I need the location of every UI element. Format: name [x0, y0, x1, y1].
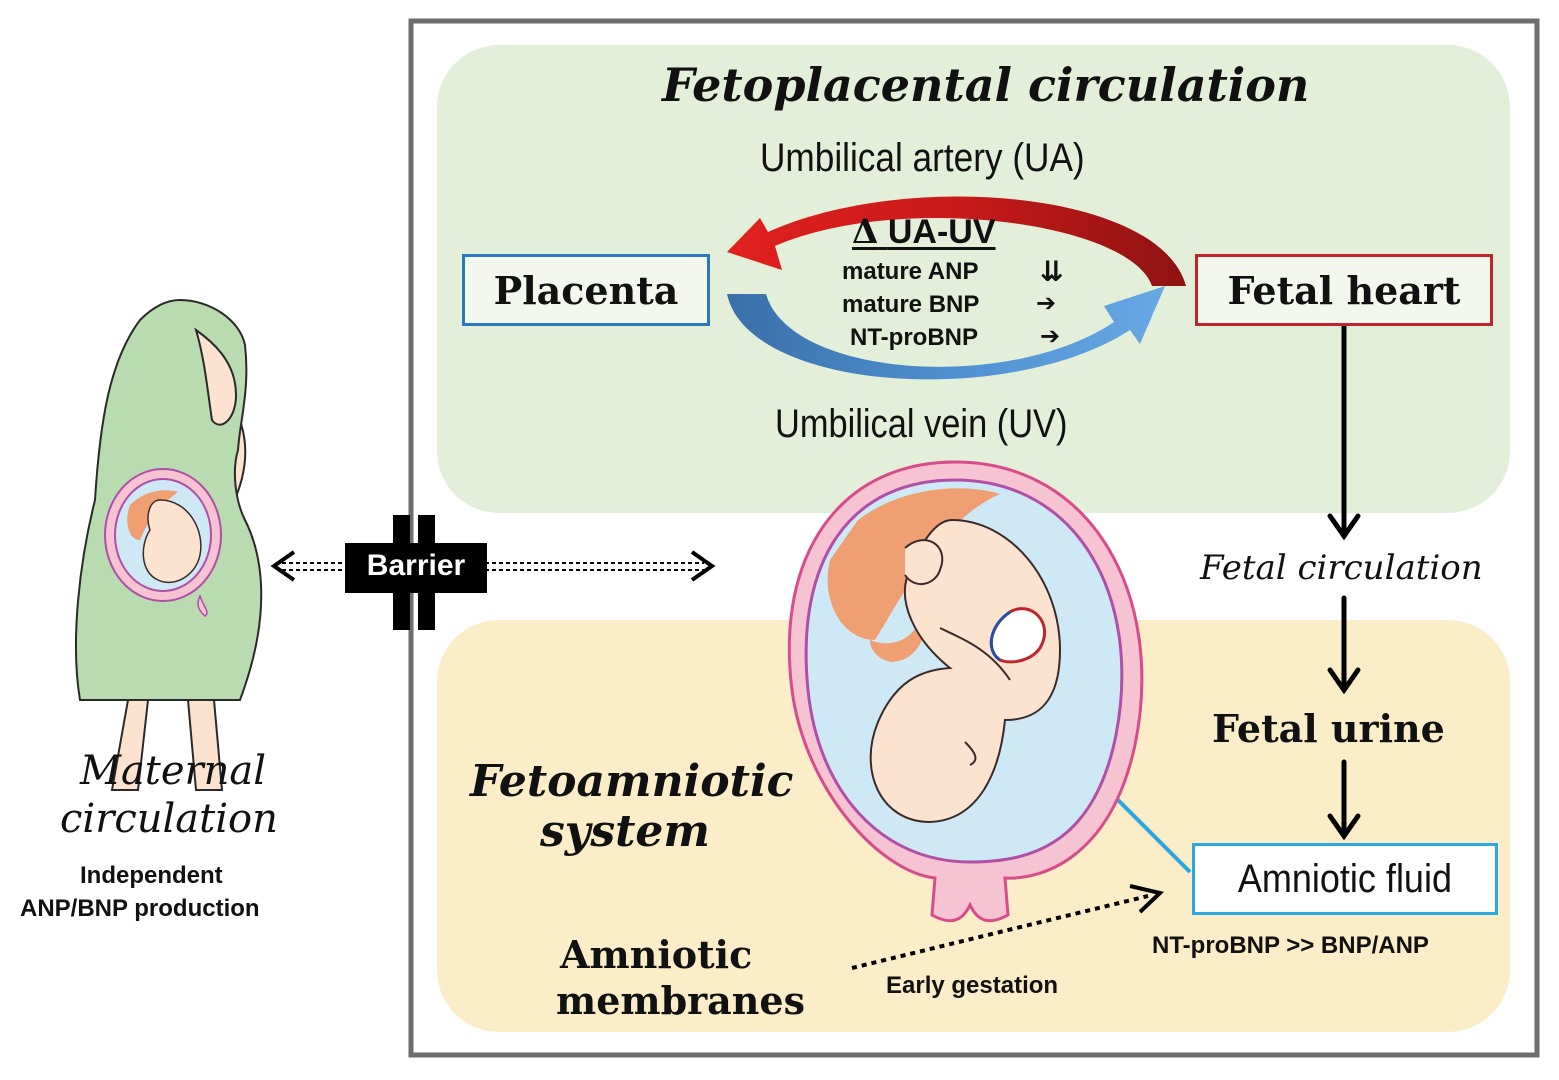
amniotic-fluid-label: Amniotic fluid [1237, 856, 1453, 901]
placenta-label: Placenta [493, 267, 679, 313]
delta-row-label: NT-proBNP [850, 324, 978, 351]
fetal-heart-label: Fetal heart [1227, 267, 1461, 313]
uterus-illustration [787, 460, 1144, 923]
independent-line2: ANP/BNP production [20, 895, 260, 922]
fetoamniotic-title-line2: system [540, 806, 710, 857]
delta-row-label: mature ANP [842, 258, 979, 285]
umbilical-vein-arrow [727, 286, 1165, 380]
amniotic-fluid-box: Amniotic fluid [1192, 843, 1498, 915]
fetal-heart-box: Fetal heart [1195, 254, 1493, 326]
umbilical-artery-arrow [727, 196, 1186, 286]
barrier-label: Barrier [366, 549, 466, 582]
fetoplacental-region [437, 45, 1510, 513]
delta-row-trend: ⇊ [1040, 255, 1064, 288]
barrier-symbol [345, 515, 487, 630]
maternal-line1: Maternal [80, 748, 267, 794]
delta-heading-text: UA-UV [887, 213, 996, 251]
amniotic-ratio-label: NT-proBNP >> BNP/ANP [1152, 932, 1429, 959]
fetal-circulation-label: Fetal circulation [1200, 548, 1483, 588]
early-gestation-label: Early gestation [886, 972, 1059, 999]
amniotic-membranes-line1: Amniotic [560, 932, 753, 977]
delta-symbol: Δ [852, 212, 879, 252]
early-gestation-arrow [851, 884, 1165, 970]
maternal-line2: circulation [60, 796, 278, 842]
delta-row-trend: ➔ [1040, 322, 1061, 350]
delta-row-trend: ➔ [1036, 289, 1057, 317]
delta-heading: Δ UA-UV [852, 212, 996, 252]
umbilical-artery-label: Umbilical artery (UA) [760, 136, 1085, 180]
delta-row-label: mature BNP [842, 291, 980, 318]
fetal-flow-arrows [1327, 323, 1361, 841]
fetal-urine-label: Fetal urine [1212, 706, 1445, 751]
pregnant-woman-illustration [74, 298, 263, 791]
fetoamniotic-title-line1: Fetoamniotic [470, 756, 794, 807]
amniotic-membranes-line2: membranes [556, 978, 806, 1023]
main-frame [408, 18, 1540, 1058]
fetoplacental-title: Fetoplacental circulation [662, 58, 1310, 112]
placenta-box: Placenta [462, 254, 710, 326]
barrier-arrow [270, 550, 716, 582]
independent-line1: Independent [80, 862, 223, 889]
umbilical-vein-label: Umbilical vein (UV) [775, 402, 1068, 446]
